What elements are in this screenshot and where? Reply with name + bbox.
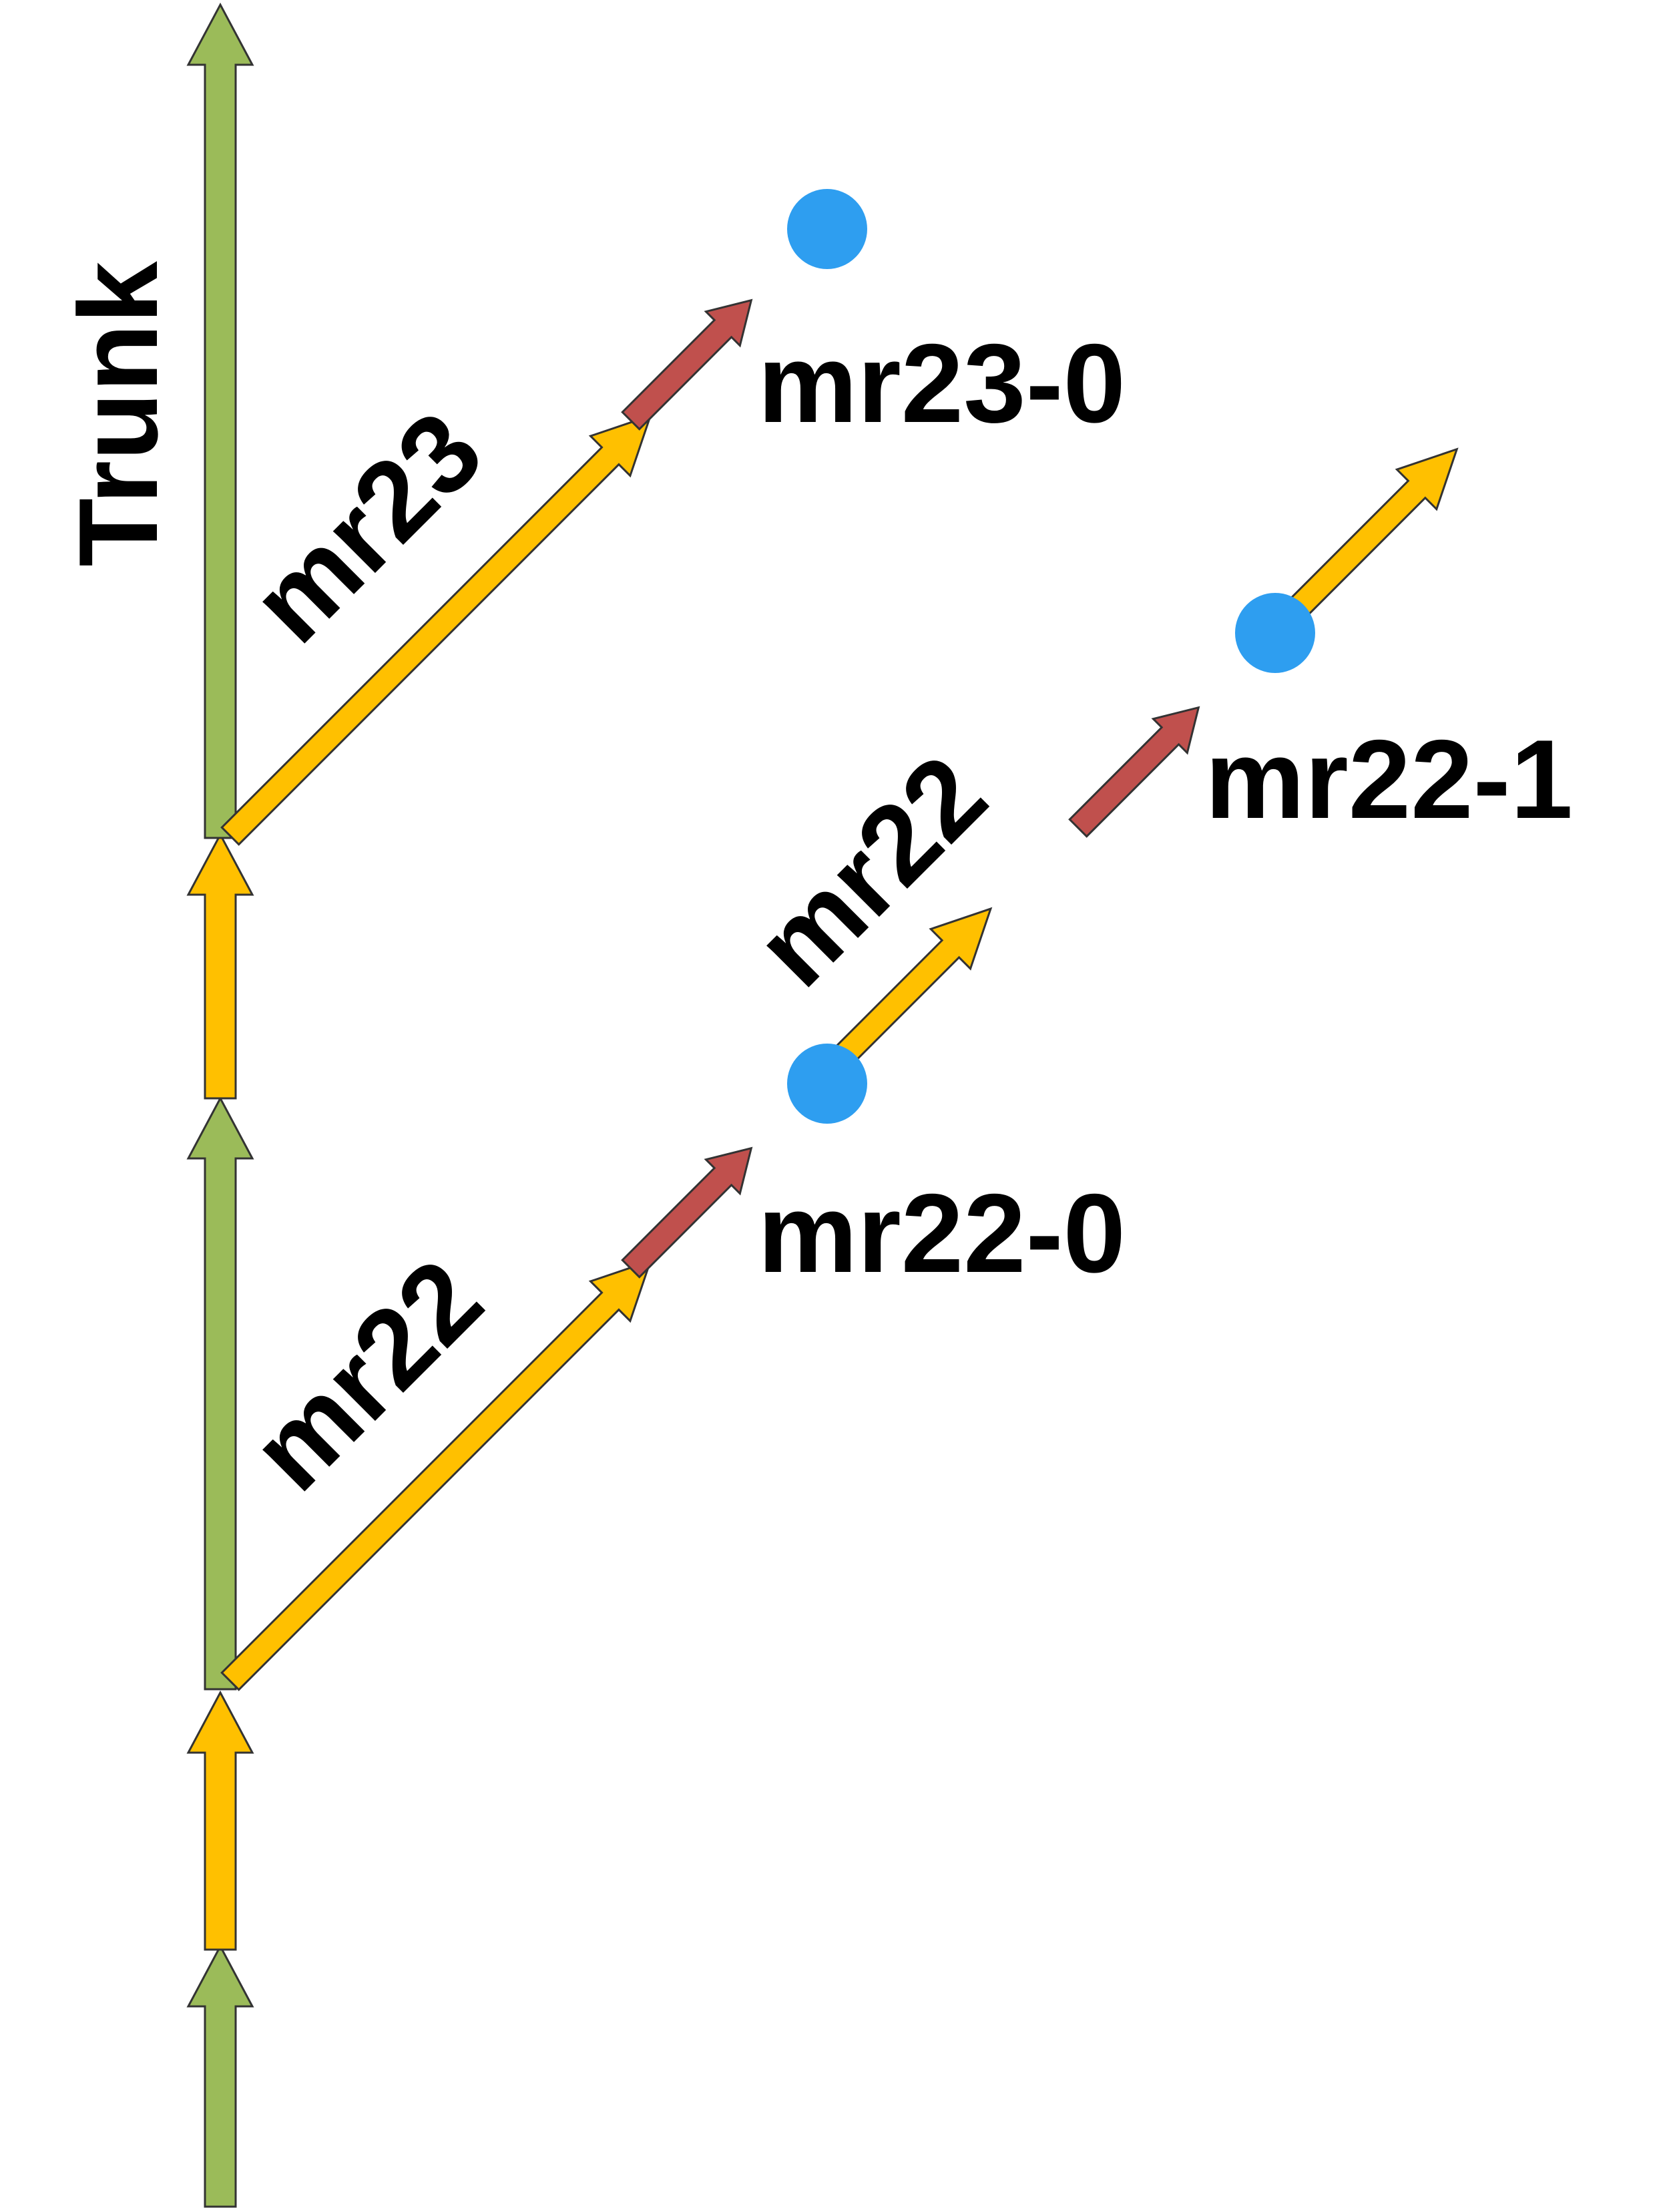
tag-label-mr22-0: mr22-0 — [758, 1170, 1126, 1296]
branch-mr22-commit-arrow-second — [1068, 706, 1200, 838]
branch-mr22-commit-arrow-first — [621, 1146, 753, 1279]
tag-label-mr22-1: mr22-1 — [1205, 716, 1573, 842]
trunk-segment-green-top — [186, 2, 254, 839]
tag-dot-mr22-0 — [787, 1044, 867, 1124]
trunk — [186, 2, 254, 2208]
branch-mr23-arrow — [220, 414, 652, 846]
branch-label-mr22-lower: mr22 — [228, 1236, 506, 1514]
trunk-segment-green-bottom — [186, 1944, 254, 2208]
branch-label-mr23: mr23 — [228, 388, 506, 666]
branch-mr22 — [220, 447, 1459, 1691]
tag-dot-mr23-0 — [787, 189, 867, 269]
branch-label-mr22-upper: mr22 — [732, 732, 1010, 1010]
trunk-segment-yellow-upper — [186, 832, 254, 1100]
trunk-label: Trunk — [55, 261, 181, 567]
trunk-segment-yellow-lower — [186, 1690, 254, 1951]
tag-dot-mr22-1 — [1235, 593, 1315, 673]
tag-label-mr23-0: mr23-0 — [758, 320, 1126, 446]
branch-mr23 — [220, 298, 753, 846]
branch-mr23-commit-arrow — [621, 298, 753, 431]
branch-mr22-arrow-first — [220, 1259, 652, 1691]
trunk-segment-green-middle — [186, 1096, 254, 1691]
